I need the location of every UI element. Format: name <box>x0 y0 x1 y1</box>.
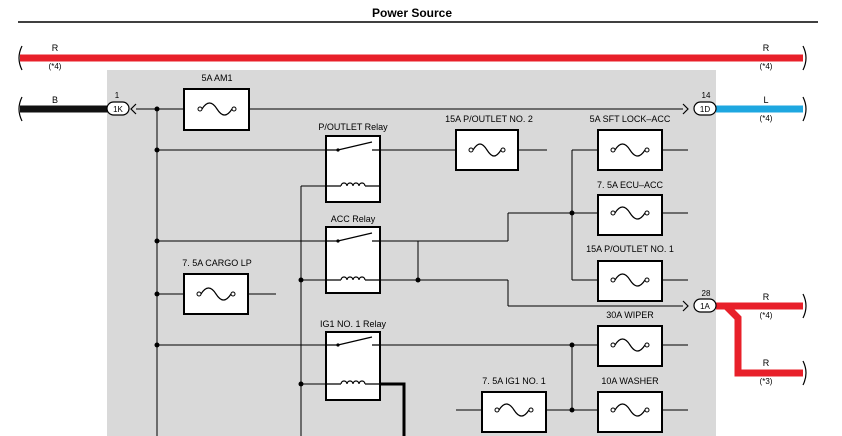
fuse-am1: 5A AM1 <box>183 73 250 131</box>
fuse-label: 7. 5A CARGO LP <box>182 258 252 268</box>
relay-coil-icon <box>326 182 380 187</box>
fuse-ecu-acc: 7. 5A ECU–ACC <box>597 180 664 236</box>
fuse-icon <box>614 143 646 157</box>
fuse-wiper: 30A WIPER <box>597 310 663 367</box>
connector-arrow-icon <box>682 300 689 312</box>
connector-pin-number: 1 <box>115 91 120 100</box>
splice-dots <box>154 106 575 413</box>
wire-color-label: B <box>52 95 58 105</box>
relay-coil-icon <box>326 380 380 385</box>
fuse-icon <box>614 206 646 220</box>
connector-1d: 14 1D L (*4) <box>682 91 807 123</box>
wire-color-label: R <box>763 358 770 368</box>
wire-break-left-icon <box>18 96 23 122</box>
fuse-icon <box>472 143 502 157</box>
wire-break-right-icon <box>802 360 807 386</box>
red-wire-top: R (*4) R (*4) <box>18 43 807 71</box>
fuse-icon <box>200 287 232 301</box>
fuse-icon <box>201 102 233 116</box>
splice-dot <box>298 277 304 283</box>
connector-body <box>693 298 717 313</box>
fuse-poutlet-no1: 15A P/OUTLET NO. 1 <box>586 244 674 302</box>
splice-dot <box>154 106 160 112</box>
wire-break-right-icon <box>802 96 807 122</box>
fuse-label: 7. 5A IG1 NO. 1 <box>482 376 546 386</box>
relay-output-wire-heavy <box>380 382 406 436</box>
wire-note-label: (*4) <box>760 114 773 123</box>
connector-pin-number: 28 <box>702 289 711 298</box>
wire-color-label: R <box>52 43 59 53</box>
wire-note-label: (*4) <box>760 311 773 320</box>
splice-dot <box>569 407 575 413</box>
fuse-sft-lock-acc: 5A SFT LOCK–ACC <box>590 114 671 171</box>
fuse-label: 15A P/OUTLET NO. 2 <box>445 114 533 124</box>
connector-1k: 1 1K <box>106 91 137 116</box>
connector-id: 1K <box>113 105 123 114</box>
wire-break-right-icon <box>802 45 807 71</box>
fuse-label: 15A P/OUTLET NO. 1 <box>586 244 674 254</box>
splice-dot <box>569 210 575 216</box>
red-wire-out2 <box>723 303 803 377</box>
relay-label: IG1 NO. 1 Relay <box>320 319 387 329</box>
fuse-ig1-no1: 7. 5A IG1 NO. 1 <box>481 376 547 433</box>
splice-dot <box>154 238 160 244</box>
fuse-label: 7. 5A ECU–ACC <box>597 180 664 190</box>
fuse-icon <box>614 403 646 417</box>
fuse-icon <box>498 403 530 417</box>
relay-ig1-no1: IG1 NO. 1 Relay <box>320 319 387 401</box>
black-wire-b: B <box>18 95 108 122</box>
connector-arrow-icon <box>682 103 689 115</box>
wire-note-label: (*4) <box>760 62 773 71</box>
fuse-label: 5A AM1 <box>201 73 232 83</box>
connector-1a: 28 1A R (*4) R (*3) <box>682 289 807 386</box>
wire-note-label: (*4) <box>49 62 62 71</box>
relay-poutlet: P/OUTLET Relay <box>318 122 388 203</box>
splice-dot <box>415 277 421 283</box>
splice-dot <box>154 291 160 297</box>
wire-color-label: L <box>763 95 768 105</box>
relay-label: P/OUTLET Relay <box>318 122 388 132</box>
wire-note-label: (*3) <box>760 377 773 386</box>
fuse-icon <box>614 338 646 352</box>
fuse-poutlet-no2: 15A P/OUTLET NO. 2 <box>445 114 533 171</box>
connector-id: 1D <box>700 105 710 114</box>
splice-dot <box>154 342 160 348</box>
splice-dot <box>569 342 575 348</box>
wire-color-label: R <box>763 292 770 302</box>
connector-arrow-icon <box>130 103 137 115</box>
fuse-label: 10A WASHER <box>601 376 659 386</box>
splice-dot <box>298 381 304 387</box>
wire-break-right-icon <box>802 293 807 319</box>
connector-body <box>106 101 130 116</box>
relay-coil-icon <box>326 276 380 281</box>
fuse-label: 30A WIPER <box>606 310 654 320</box>
fuse-label: 5A SFT LOCK–ACC <box>590 114 671 124</box>
diagram-title: Power Source <box>372 6 452 20</box>
fuse-cargo-lp: 7. 5A CARGO LP <box>182 258 252 315</box>
connector-body <box>693 101 717 116</box>
fuse-icon <box>614 273 646 287</box>
connector-id: 1A <box>700 302 710 311</box>
relay-label: ACC Relay <box>331 214 376 224</box>
relay-acc: ACC Relay <box>325 214 381 294</box>
wire-break-left-icon <box>18 45 23 71</box>
wire-color-label: R <box>763 43 770 53</box>
fuse-washer: 10A WASHER <box>597 376 663 433</box>
splice-dot <box>154 147 160 153</box>
connector-pin-number: 14 <box>702 91 711 100</box>
